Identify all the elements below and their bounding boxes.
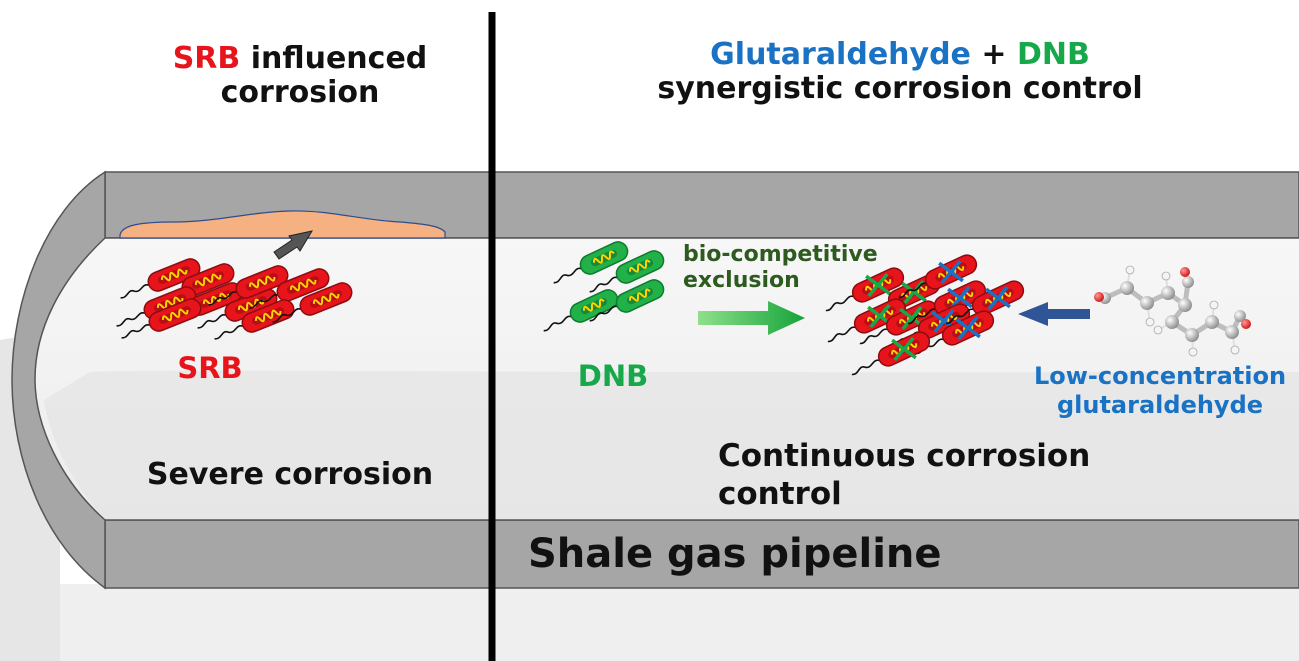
mechanism-line1: bio-competitive <box>683 242 878 267</box>
biocide-line2: glutaraldehyde <box>1056 390 1264 419</box>
srb-title-highlight: SRB <box>172 41 241 76</box>
crossed-bacterium-icon <box>820 263 908 320</box>
left-title-rest: influenced <box>240 41 428 76</box>
left-panel-title: SRB influenced corrosion <box>110 42 490 109</box>
blue-arrow-icon <box>1018 302 1090 326</box>
glutaraldehyde-title: Glutaraldehyde <box>710 37 971 72</box>
green-arrow-icon <box>698 301 805 335</box>
biocide-label: Low-concentration glutaraldehyde <box>1025 362 1295 420</box>
pipe-bore-lower-shade <box>44 370 1299 520</box>
biocide-line1: Low-concentration <box>1033 362 1287 390</box>
pipe-end-ring <box>11 170 106 590</box>
corrosion-deposit <box>119 210 446 239</box>
crossed-bacterium-icon <box>893 250 981 307</box>
deposit-arrow-icon <box>273 230 314 260</box>
floor-shadow <box>60 584 1299 661</box>
continuous-control-label: Continuous corrosion control <box>718 438 1090 514</box>
inhibited-srb-cluster <box>820 250 1028 384</box>
right-panel-title: Glutaraldehyde + DNB synergistic corrosi… <box>560 38 1240 105</box>
left-title-line2: corrosion <box>220 74 380 110</box>
pipeline-label: Shale gas pipeline <box>528 531 942 577</box>
severe-corrosion-label: Severe corrosion <box>146 457 434 492</box>
dnb-label: DNB <box>577 359 649 393</box>
mechanism-line2: exclusion <box>683 268 800 294</box>
outcome-line1: Continuous corrosion <box>718 438 1091 474</box>
pipe-wall-bottom <box>104 519 1299 589</box>
title-plus: + <box>970 37 1017 72</box>
outcome-line2: control <box>718 475 842 512</box>
right-title-line2: synergistic corrosion control <box>657 70 1143 106</box>
dnb-title: DNB <box>1016 37 1090 72</box>
mechanism-label: bio-competitive exclusion <box>683 242 878 295</box>
crossed-bacterium-icon <box>846 327 934 384</box>
crossed-bacterium-icon <box>940 276 1028 333</box>
glutaraldehyde-molecule-icon <box>1094 265 1251 357</box>
srb-label: SRB <box>177 351 243 385</box>
crossed-bacterium-icon <box>910 306 998 363</box>
